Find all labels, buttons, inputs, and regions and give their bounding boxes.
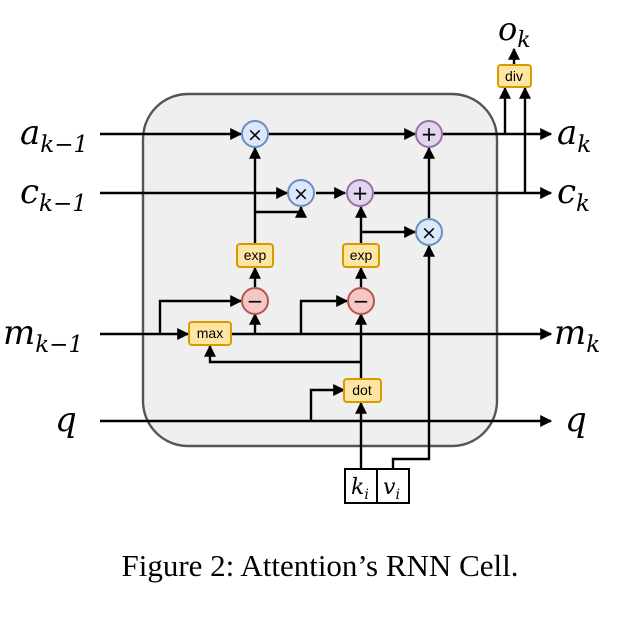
input-m-label: mk−1 — [3, 313, 83, 358]
div-label: div — [505, 68, 523, 84]
sub-left: − — [241, 287, 269, 315]
wire-exp-left-to-mul-c — [255, 205, 307, 218]
div-block: div — [497, 64, 532, 88]
add-symbol: + — [421, 122, 438, 146]
add-a: + — [415, 120, 443, 148]
exp-right-label: exp — [350, 247, 373, 263]
wire-max-to-sub-right — [299, 295, 349, 334]
add-symbol: + — [352, 181, 369, 205]
add-c: + — [346, 179, 374, 207]
multiply-symbol: × — [247, 124, 263, 146]
input-c-label: ck−1 — [20, 172, 87, 217]
wire-dot-to-max — [204, 344, 361, 364]
output-c-label: ck — [557, 172, 590, 217]
subtract-symbol: − — [247, 289, 264, 313]
sub-right: − — [347, 287, 375, 315]
output-m-label: mk — [554, 313, 600, 358]
exp-right-block: exp — [342, 243, 380, 268]
max-label: max — [197, 325, 223, 341]
wire-q-to-dot — [309, 384, 346, 421]
cell-boundary — [141, 92, 499, 448]
exp-left-block: exp — [236, 243, 274, 268]
wire-v-to-mul — [391, 244, 435, 469]
key-value-box: ki vi — [344, 468, 410, 504]
multiply-symbol: × — [421, 222, 437, 244]
mul-c: × — [287, 179, 315, 207]
exp-left-label: exp — [244, 247, 267, 263]
wires — [100, 47, 553, 469]
output-q-label: q — [565, 400, 587, 440]
subtract-symbol: − — [353, 289, 370, 313]
dot-label: dot — [352, 382, 372, 398]
mul-v: × — [415, 218, 443, 246]
max-block: max — [188, 321, 232, 346]
multiply-symbol: × — [293, 183, 309, 205]
mul-a: × — [241, 120, 269, 148]
figure-caption: Figure 2: Attention’s RNN Cell. — [121, 548, 519, 583]
value-label: vi — [383, 475, 400, 503]
wire-m-to-sub-left — [158, 295, 243, 334]
output-o-label: ok — [498, 10, 531, 53]
output-a-label: ak — [557, 113, 591, 158]
input-q-label: q — [55, 400, 77, 440]
input-a-label: ak−1 — [20, 113, 88, 158]
dot-block: dot — [343, 378, 382, 403]
key-label: ki — [351, 475, 369, 503]
